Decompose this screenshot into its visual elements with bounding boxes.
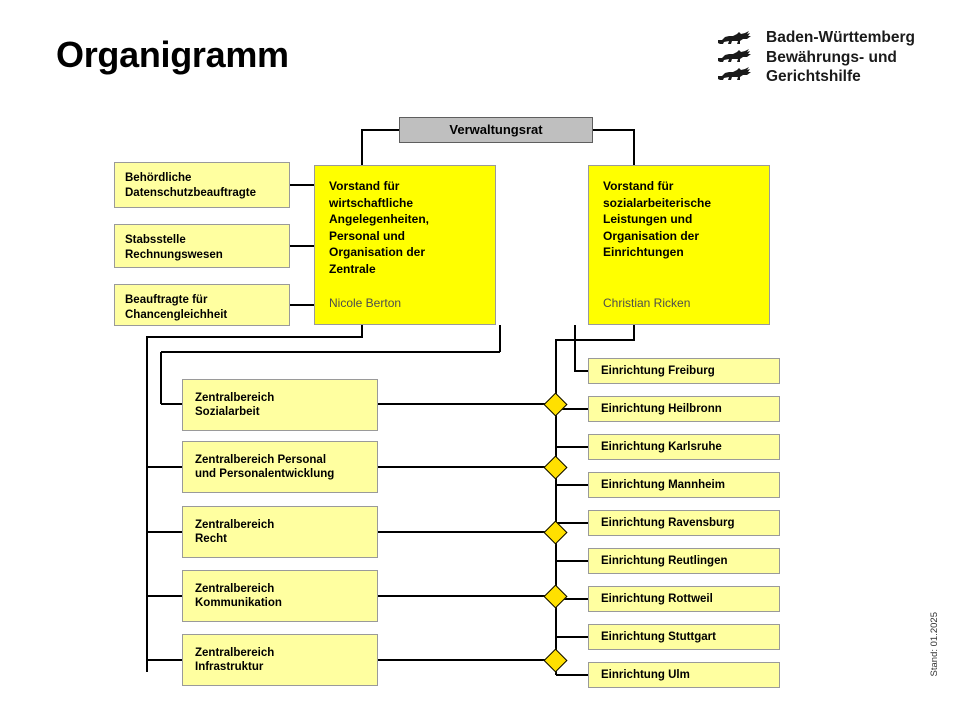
- node-label: Vorstand für sozialarbeiterische Leistun…: [603, 179, 712, 259]
- node-einrichtung-ravensburg[interactable]: Einrichtung Ravensburg: [588, 510, 780, 536]
- junction-diamond: [543, 648, 568, 673]
- node-label: Einrichtung Freiburg: [601, 364, 715, 377]
- page-title: Organigramm: [56, 34, 289, 75]
- node-label: Zentralbereich Infrastruktur: [195, 646, 275, 674]
- node-label: Einrichtung Heilbronn: [601, 402, 722, 415]
- node-label: Vorstand für wirtschaftliche Angelegenhe…: [329, 179, 430, 276]
- date-stamp: Stand: 01.2025: [929, 612, 940, 677]
- node-einrichtung-rottweil[interactable]: Einrichtung Rottweil: [588, 586, 780, 612]
- node-vorstand-wirtschaft[interactable]: Vorstand für wirtschaftliche Angelegenhe…: [314, 165, 496, 325]
- node-label: Einrichtung Karlsruhe: [601, 440, 722, 453]
- node-person-name: Nicole Berton: [329, 295, 402, 310]
- node-label: Zentralbereich Kommunikation: [195, 582, 282, 610]
- organization-logo: Baden-Württemberg Bewährungs- und Gerich…: [716, 28, 915, 87]
- node-label: Einrichtung Ulm: [601, 668, 690, 681]
- junction-diamond: [543, 520, 568, 545]
- node-staff-rechnungswesen[interactable]: Stabsstelle Rechnungswesen: [114, 224, 290, 268]
- node-label: Zentralbereich Recht: [195, 518, 275, 546]
- junction-diamond: [543, 584, 568, 609]
- node-label: Zentralbereich Sozialarbeit: [195, 391, 275, 419]
- node-einrichtung-karlsruhe[interactable]: Einrichtung Karlsruhe: [588, 434, 780, 460]
- node-vorstand-sozialarbeit[interactable]: Vorstand für sozialarbeiterische Leistun…: [588, 165, 770, 325]
- node-staff-datenschutz[interactable]: Behördliche Datenschutzbeauftragte: [114, 162, 290, 208]
- node-einrichtung-stuttgart[interactable]: Einrichtung Stuttgart: [588, 624, 780, 650]
- logo-line-1: Baden-Württemberg: [766, 29, 915, 46]
- node-label: Beauftragte für Chancengleichheit: [125, 294, 228, 321]
- node-verwaltungsrat[interactable]: Verwaltungsrat: [399, 117, 593, 143]
- node-einrichtung-freiburg[interactable]: Einrichtung Freiburg: [588, 358, 780, 384]
- node-label: Einrichtung Mannheim: [601, 478, 725, 491]
- node-label: Einrichtung Ravensburg: [601, 516, 735, 529]
- node-person-name: Christian Ricken: [603, 295, 691, 310]
- node-zentralbereich-sozialarbeit[interactable]: Zentralbereich Sozialarbeit: [182, 379, 378, 431]
- node-label: Einrichtung Reutlingen: [601, 554, 728, 567]
- node-zentralbereich-infrastruktur[interactable]: Zentralbereich Infrastruktur: [182, 634, 378, 686]
- three-lions-icon: [716, 28, 756, 83]
- node-einrichtung-reutlingen[interactable]: Einrichtung Reutlingen: [588, 548, 780, 574]
- node-einrichtung-heilbronn[interactable]: Einrichtung Heilbronn: [588, 396, 780, 422]
- node-label: Einrichtung Stuttgart: [601, 630, 716, 643]
- node-label: Verwaltungsrat: [449, 121, 543, 137]
- node-einrichtung-mannheim[interactable]: Einrichtung Mannheim: [588, 472, 780, 498]
- node-label: Einrichtung Rottweil: [601, 592, 713, 605]
- logo-text-block: Baden-Württemberg Bewährungs- und Gerich…: [766, 28, 915, 87]
- junction-diamond: [543, 455, 568, 480]
- junction-diamond: [543, 392, 568, 417]
- node-label: Stabsstelle Rechnungswesen: [125, 234, 223, 261]
- node-label: Behördliche Datenschutzbeauftragte: [125, 172, 256, 199]
- node-zentralbereich-recht[interactable]: Zentralbereich Recht: [182, 506, 378, 558]
- node-label: Zentralbereich Personal und Personalentw…: [195, 453, 335, 481]
- node-zentralbereich-kommunikation[interactable]: Zentralbereich Kommunikation: [182, 570, 378, 622]
- node-staff-chancengleichheit[interactable]: Beauftragte für Chancengleichheit: [114, 284, 290, 326]
- node-einrichtung-ulm[interactable]: Einrichtung Ulm: [588, 662, 780, 688]
- logo-line-2: Bewährungs- und: [766, 48, 897, 66]
- logo-line-3: Gerichtshilfe: [766, 68, 861, 85]
- node-zentralbereich-personal[interactable]: Zentralbereich Personal und Personalentw…: [182, 441, 378, 493]
